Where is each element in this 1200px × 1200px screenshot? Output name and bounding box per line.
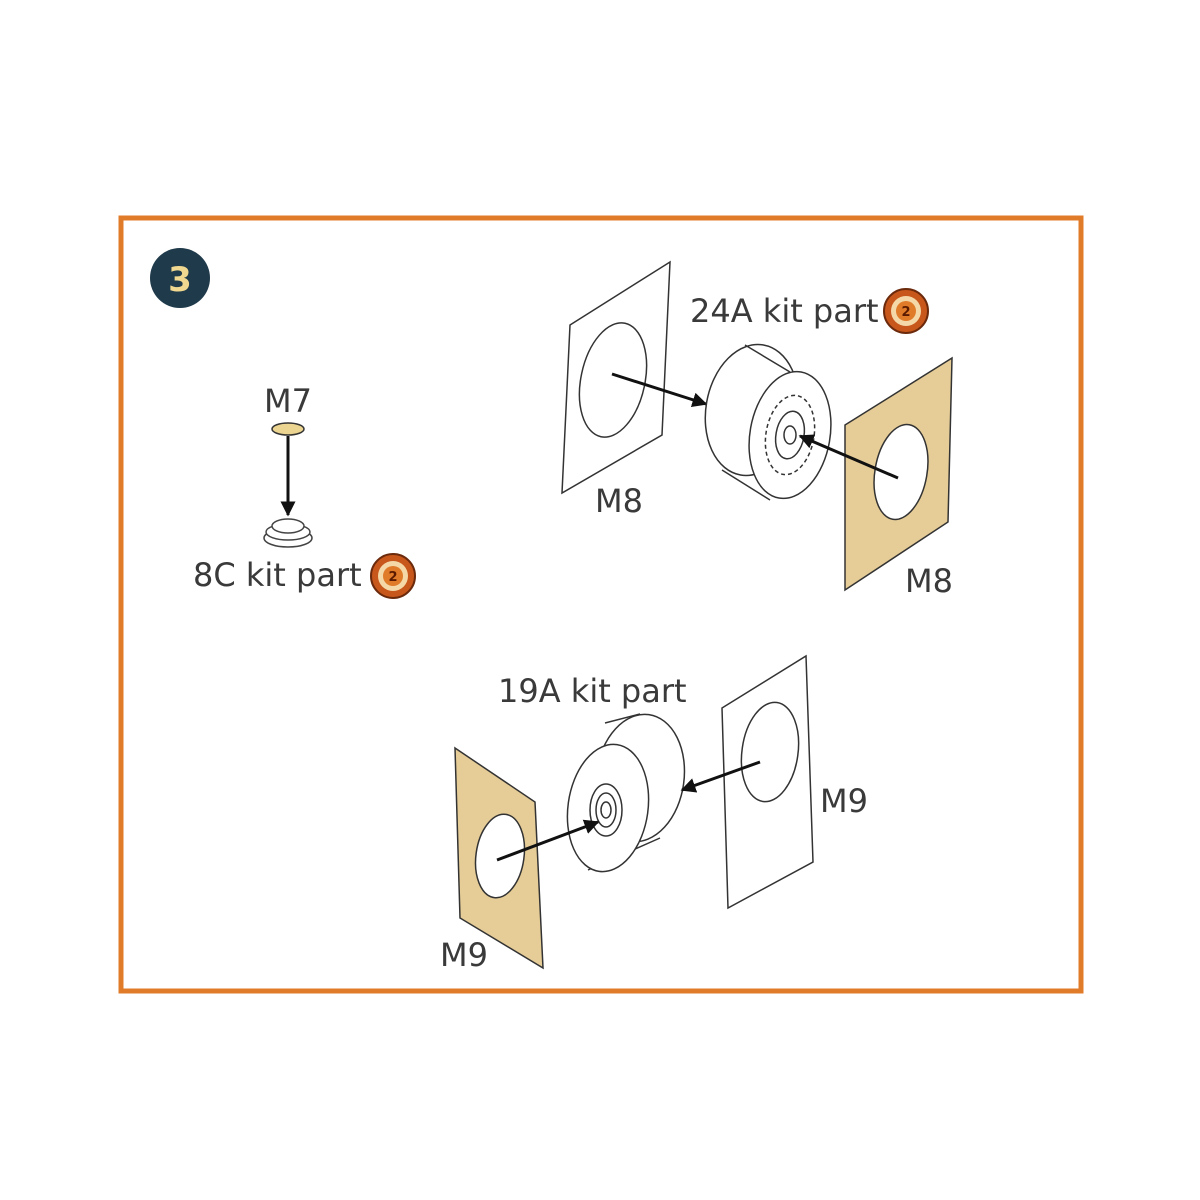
step-number: 3 (168, 260, 192, 300)
m9-right-sheet (721, 654, 814, 910)
m9-right-arrow (680, 760, 761, 793)
kit-part-from-step-2-icon: 2 (370, 553, 416, 599)
m8-right-label: M8 (905, 562, 953, 600)
m7-label: M7 (264, 382, 312, 420)
m8-right-arrow (798, 434, 899, 480)
svg-text:2: 2 (388, 570, 397, 585)
wheel-19a (566, 713, 686, 873)
m7-part (271, 422, 305, 436)
step-frame (118, 215, 1084, 994)
m8-left-arrow (611, 372, 708, 408)
wheel-19a-assembly: M9 M9 19A kit part (440, 654, 868, 974)
m9-right-label: M9 (820, 782, 868, 820)
part-24a-label: 24A kit part (690, 292, 879, 330)
wheel-24a (704, 343, 832, 501)
m8-left-label: M8 (595, 482, 643, 520)
m8-left-sheet (561, 260, 671, 495)
m9-left-arrow (496, 819, 600, 862)
m9-left-label: M9 (440, 936, 488, 974)
kit-part-from-step-2-icon: 2 (883, 288, 929, 334)
m8-right-sheet (844, 356, 953, 592)
step-badge: 3 (150, 248, 210, 308)
part-19a-label: 19A kit part (498, 672, 687, 710)
svg-text:2: 2 (901, 305, 910, 320)
wheel-24a-assembly: M8 24A kit part 2 M8 (561, 260, 953, 600)
part-8c-label: 8C kit part (193, 556, 362, 594)
part-8c (263, 518, 313, 548)
m7-assembly: M7 8C kit part 2 (193, 382, 416, 599)
